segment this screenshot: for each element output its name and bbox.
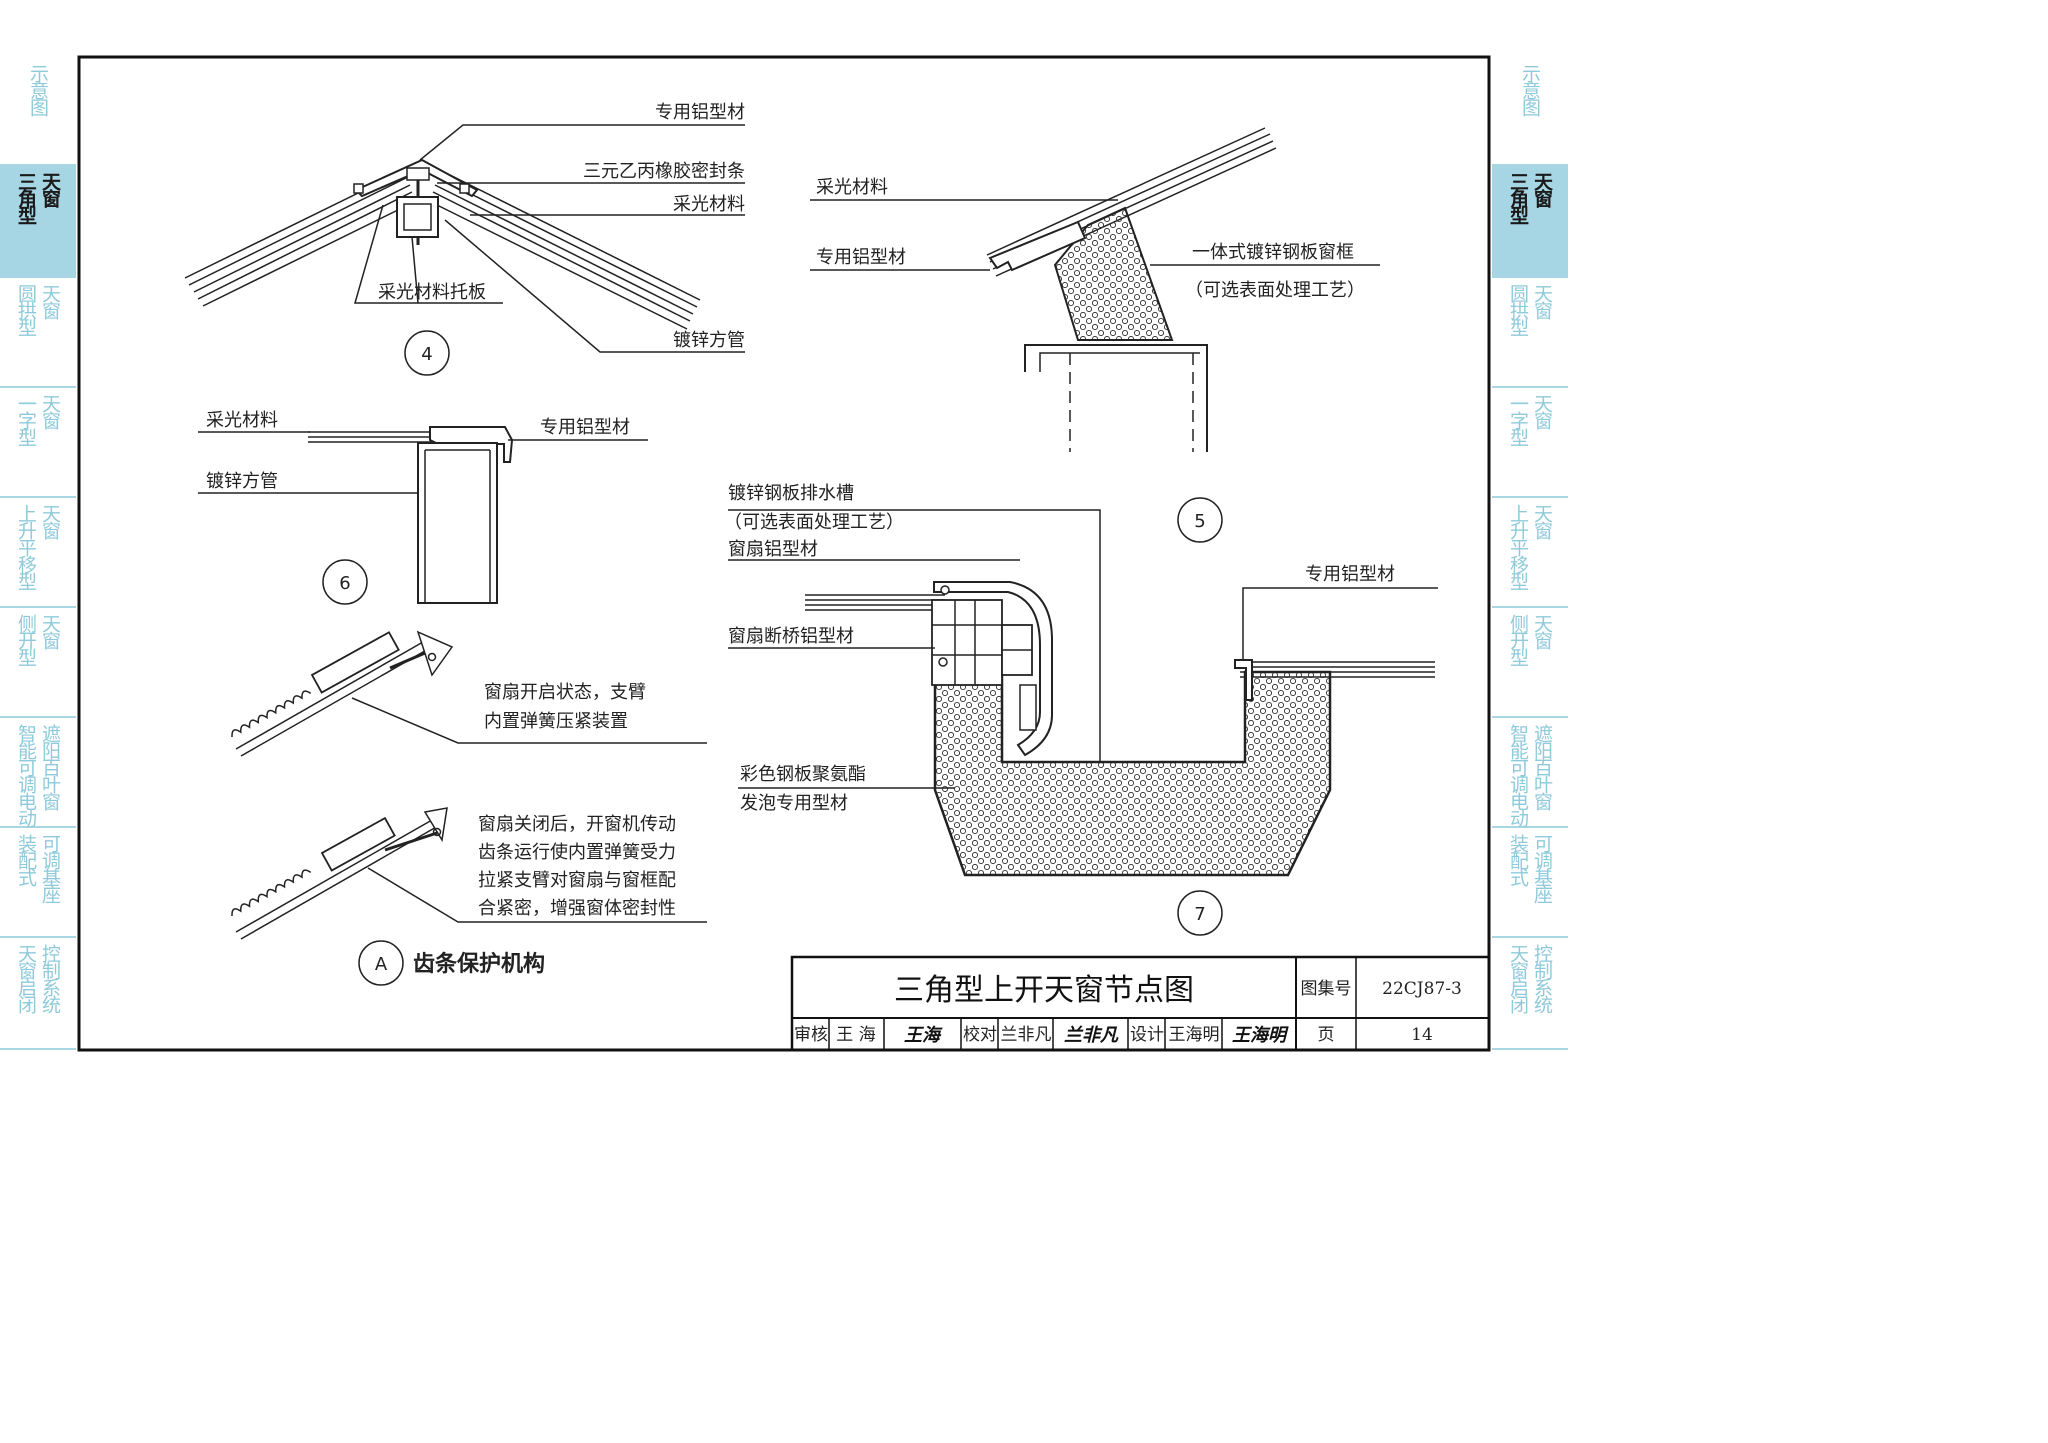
reviewer-signature: 王海 [904,1025,943,1046]
tab-side-open-skylight[interactable]: 天窗侧开型 [0,608,76,718]
note-closed-1: 窗扇关闭后，开窗机传动 [478,814,676,835]
tab-smart-louver[interactable]: 遮阳百叶窗智能可调电动 [0,718,76,828]
page-label: 页 [1318,1025,1335,1045]
label-steel-frame: 一体式镀锌钢板窗框 [1192,242,1354,263]
tab-smart-louver-right[interactable]: 遮阳百叶窗智能可调电动 [1492,718,1568,828]
label-sash-aluminum: 窗扇铝型材 [728,539,818,560]
tab-side-open-skylight-right[interactable]: 天窗侧开型 [1492,608,1568,718]
label-surface-option-5: （可选表面处理工艺） [1185,280,1365,301]
tab-linear-skylight[interactable]: 天窗一字型 [0,388,76,498]
detail-a-drawing [231,630,707,986]
sheet-border [77,55,1491,1052]
tab-lift-slide-skylight-right[interactable]: 天窗上升平移型 [1492,498,1568,608]
checker-name: 兰非凡 [1001,1025,1052,1045]
tab-control-system[interactable]: 控制系统天窗启闭 [0,938,76,1050]
checker-signature: 兰非凡 [1064,1025,1119,1046]
design-label: 设计 [1130,1025,1164,1045]
label-special-aluminum-7: 专用铝型材 [1305,564,1395,585]
designer-name: 王海明 [1169,1025,1220,1045]
page-number: 14 [1411,1025,1433,1045]
tab-adjustable-base[interactable]: 可调基座装配式 [0,828,76,938]
detail-7-drawing [728,509,1438,936]
tab-linear-skylight-right[interactable]: 天窗一字型 [1492,388,1568,498]
label-pu-panel-2: 发泡专用型材 [740,793,848,814]
label-special-aluminum-5: 专用铝型材 [816,247,906,268]
tab-adjustable-base-right[interactable]: 可调基座装配式 [1492,828,1568,938]
drawing-sheet: 专用铝型材 三元乙丙橡胶密封条 采光材料 采光材料托板 镀锌方管 4 采光材料 … [77,55,1491,1052]
note-closed-4: 合紧密，增强窗体密封性 [478,898,676,919]
detail-4-marker: 4 [421,344,432,365]
label-epdm-seal: 三元乙丙橡胶密封条 [583,161,745,182]
detail-7-marker: 7 [1194,904,1205,925]
title-block [790,955,1491,1052]
detail-6-marker: 6 [339,573,350,594]
detail-5-drawing [810,127,1380,543]
note-open-2: 内置弹簧压紧装置 [484,711,628,732]
atlas-number: 22CJ87-3 [1382,979,1462,999]
note-closed-2: 齿条运行使内置弹簧受力 [478,842,676,863]
label-glazing-4: 采光材料 [673,194,745,215]
note-open-1: 窗扇开启状态，支臂 [484,682,646,703]
detail-a-title: 齿条保护机构 [413,951,545,977]
label-square-tube-6: 镀锌方管 [206,471,278,492]
atlas-label: 图集号 [1301,979,1352,999]
label-glazing-tray: 采光材料托板 [378,282,486,303]
tab-diagram-right[interactable]: 示意图 [1492,58,1568,166]
check-label: 校对 [963,1025,997,1045]
detail-4-drawing [184,124,745,376]
tab-triangle-skylight[interactable]: 天窗三角型 [0,166,76,278]
note-closed-3: 拉紧支臂对窗扇与窗框配 [478,870,676,891]
detail-5-marker: 5 [1194,511,1205,532]
detail-6-drawing [198,426,648,605]
label-pu-panel-1: 彩色钢板聚氨酯 [740,764,866,785]
reviewer-name: 王 海 [836,1025,875,1045]
detail-a-marker: A [375,954,388,975]
review-label: 审核 [794,1025,828,1045]
tab-diagram[interactable]: 示意图 [0,58,76,166]
tab-triangle-skylight-right[interactable]: 天窗三角型 [1492,166,1568,278]
tab-arch-skylight[interactable]: 天窗圆拱型 [0,278,76,388]
tab-lift-slide-skylight[interactable]: 天窗上升平移型 [0,498,76,608]
designer-signature: 王海明 [1232,1025,1289,1046]
label-glazing-5: 采光材料 [816,177,888,198]
label-glazing-6: 采光材料 [206,410,278,431]
label-square-tube-4: 镀锌方管 [673,330,745,351]
label-special-aluminum-6: 专用铝型材 [540,417,630,438]
drawing-title: 三角型上开天窗节点图 [894,973,1194,1008]
label-special-aluminum-4: 专用铝型材 [655,102,745,123]
tab-control-system-right[interactable]: 控制系统天窗启闭 [1492,938,1568,1050]
label-surface-option-7: （可选表面处理工艺） [724,512,904,533]
label-thermal-break: 窗扇断桥铝型材 [728,626,854,647]
tab-arch-skylight-right[interactable]: 天窗圆拱型 [1492,278,1568,388]
label-drain-gutter: 镀锌钢板排水槽 [728,483,854,504]
